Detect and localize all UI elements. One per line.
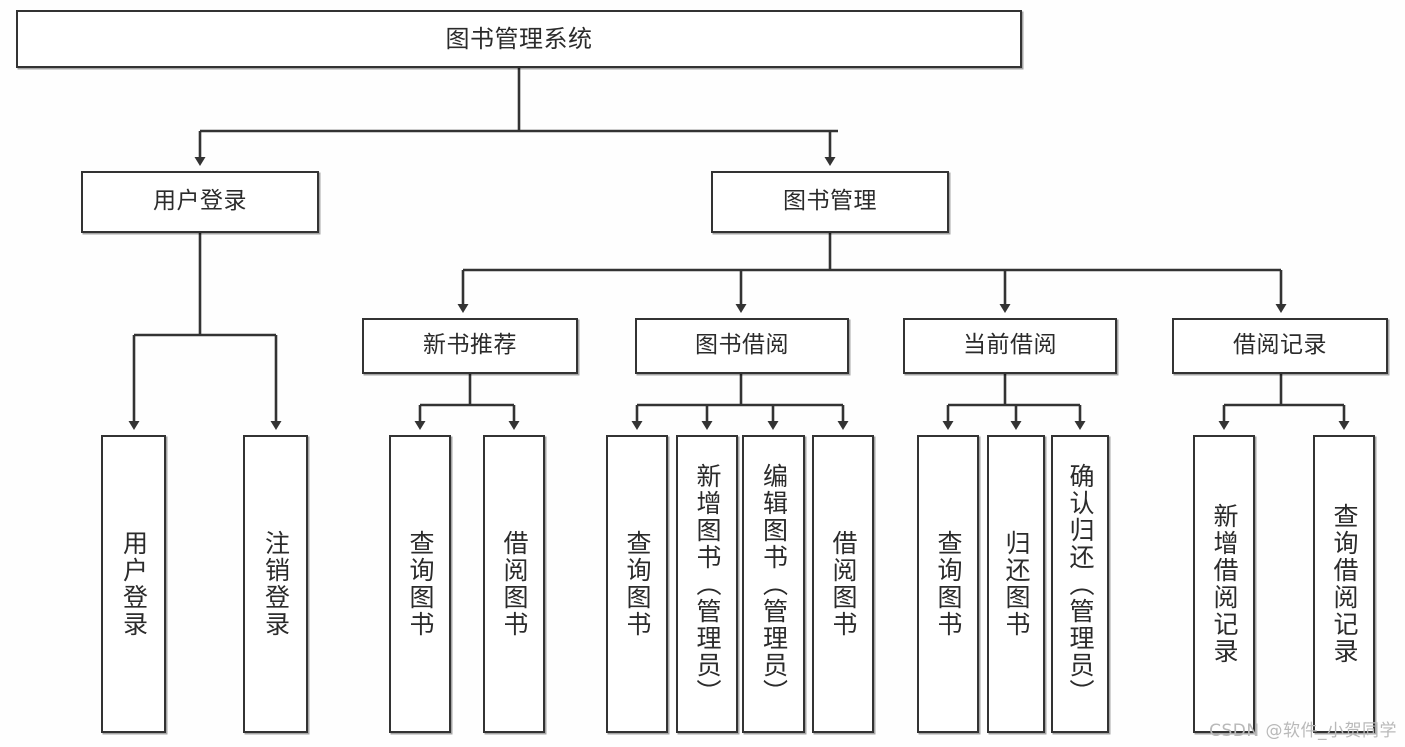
node-book-borrow-label: 图书借阅 [695,332,789,359]
leaf-query-borrow-record[interactable]: 查询借阅记录 [1313,435,1375,733]
node-borrow-record-label: 借阅记录 [1233,332,1327,359]
leaf-query-book-borrow[interactable]: 查询图书 [606,435,668,733]
node-new-book-recommend-label: 新书推荐 [423,332,517,359]
leaf-query-book-current[interactable]: 查询图书 [917,435,979,733]
leaf-query-book-newbook-label: 查询图书 [406,530,435,638]
node-user-login[interactable]: 用户登录 [81,171,319,233]
node-book-management[interactable]: 图书管理 [711,171,949,233]
node-root-label: 图书管理系统 [445,24,593,53]
leaf-add-borrow-record[interactable]: 新增借阅记录 [1193,435,1255,733]
leaf-logout[interactable]: 注销登录 [243,435,308,733]
leaf-borrow-book-label: 借阅图书 [829,530,858,638]
leaf-add-borrow-record-label: 新增借阅记录 [1210,503,1239,665]
node-book-management-label: 图书管理 [783,188,877,215]
node-new-book-recommend[interactable]: 新书推荐 [362,318,578,374]
leaf-return-book-label: 归还图书 [1002,530,1031,638]
leaf-add-book-admin-label: 新增图书（管理员） [693,462,722,706]
node-user-login-label: 用户登录 [153,188,247,215]
node-current-borrow-label: 当前借阅 [963,332,1057,359]
leaf-edit-book-admin-label: 编辑图书（管理员） [759,462,789,706]
leaf-edit-book-admin[interactable]: 编辑图书（管理员） [742,435,805,733]
leaf-confirm-return-admin[interactable]: 确认归还（管理员） [1051,435,1109,733]
node-root[interactable]: 图书管理系统 [16,10,1022,68]
leaf-user-login[interactable]: 用户登录 [101,435,166,733]
leaf-confirm-return-admin-label: 确认归还（管理员） [1066,462,1095,706]
watermark: CSDN @软件_小贺同学 [1209,721,1397,741]
leaf-query-book-newbook[interactable]: 查询图书 [389,435,451,733]
leaf-return-book[interactable]: 归还图书 [987,435,1045,733]
leaf-logout-label: 注销登录 [261,530,291,638]
leaf-query-book-current-label: 查询图书 [934,530,963,638]
leaf-query-borrow-record-label: 查询借阅记录 [1330,503,1359,665]
leaf-add-book-admin[interactable]: 新增图书（管理员） [676,435,738,733]
node-borrow-record[interactable]: 借阅记录 [1172,318,1388,374]
leaf-borrow-book-newbook[interactable]: 借阅图书 [483,435,545,733]
leaf-borrow-book[interactable]: 借阅图书 [812,435,874,733]
leaf-borrow-book-newbook-label: 借阅图书 [500,530,529,638]
leaf-user-login-label: 用户登录 [119,530,149,638]
leaf-query-book-borrow-label: 查询图书 [623,530,652,638]
node-book-borrow[interactable]: 图书借阅 [635,318,849,374]
node-current-borrow[interactable]: 当前借阅 [903,318,1117,374]
